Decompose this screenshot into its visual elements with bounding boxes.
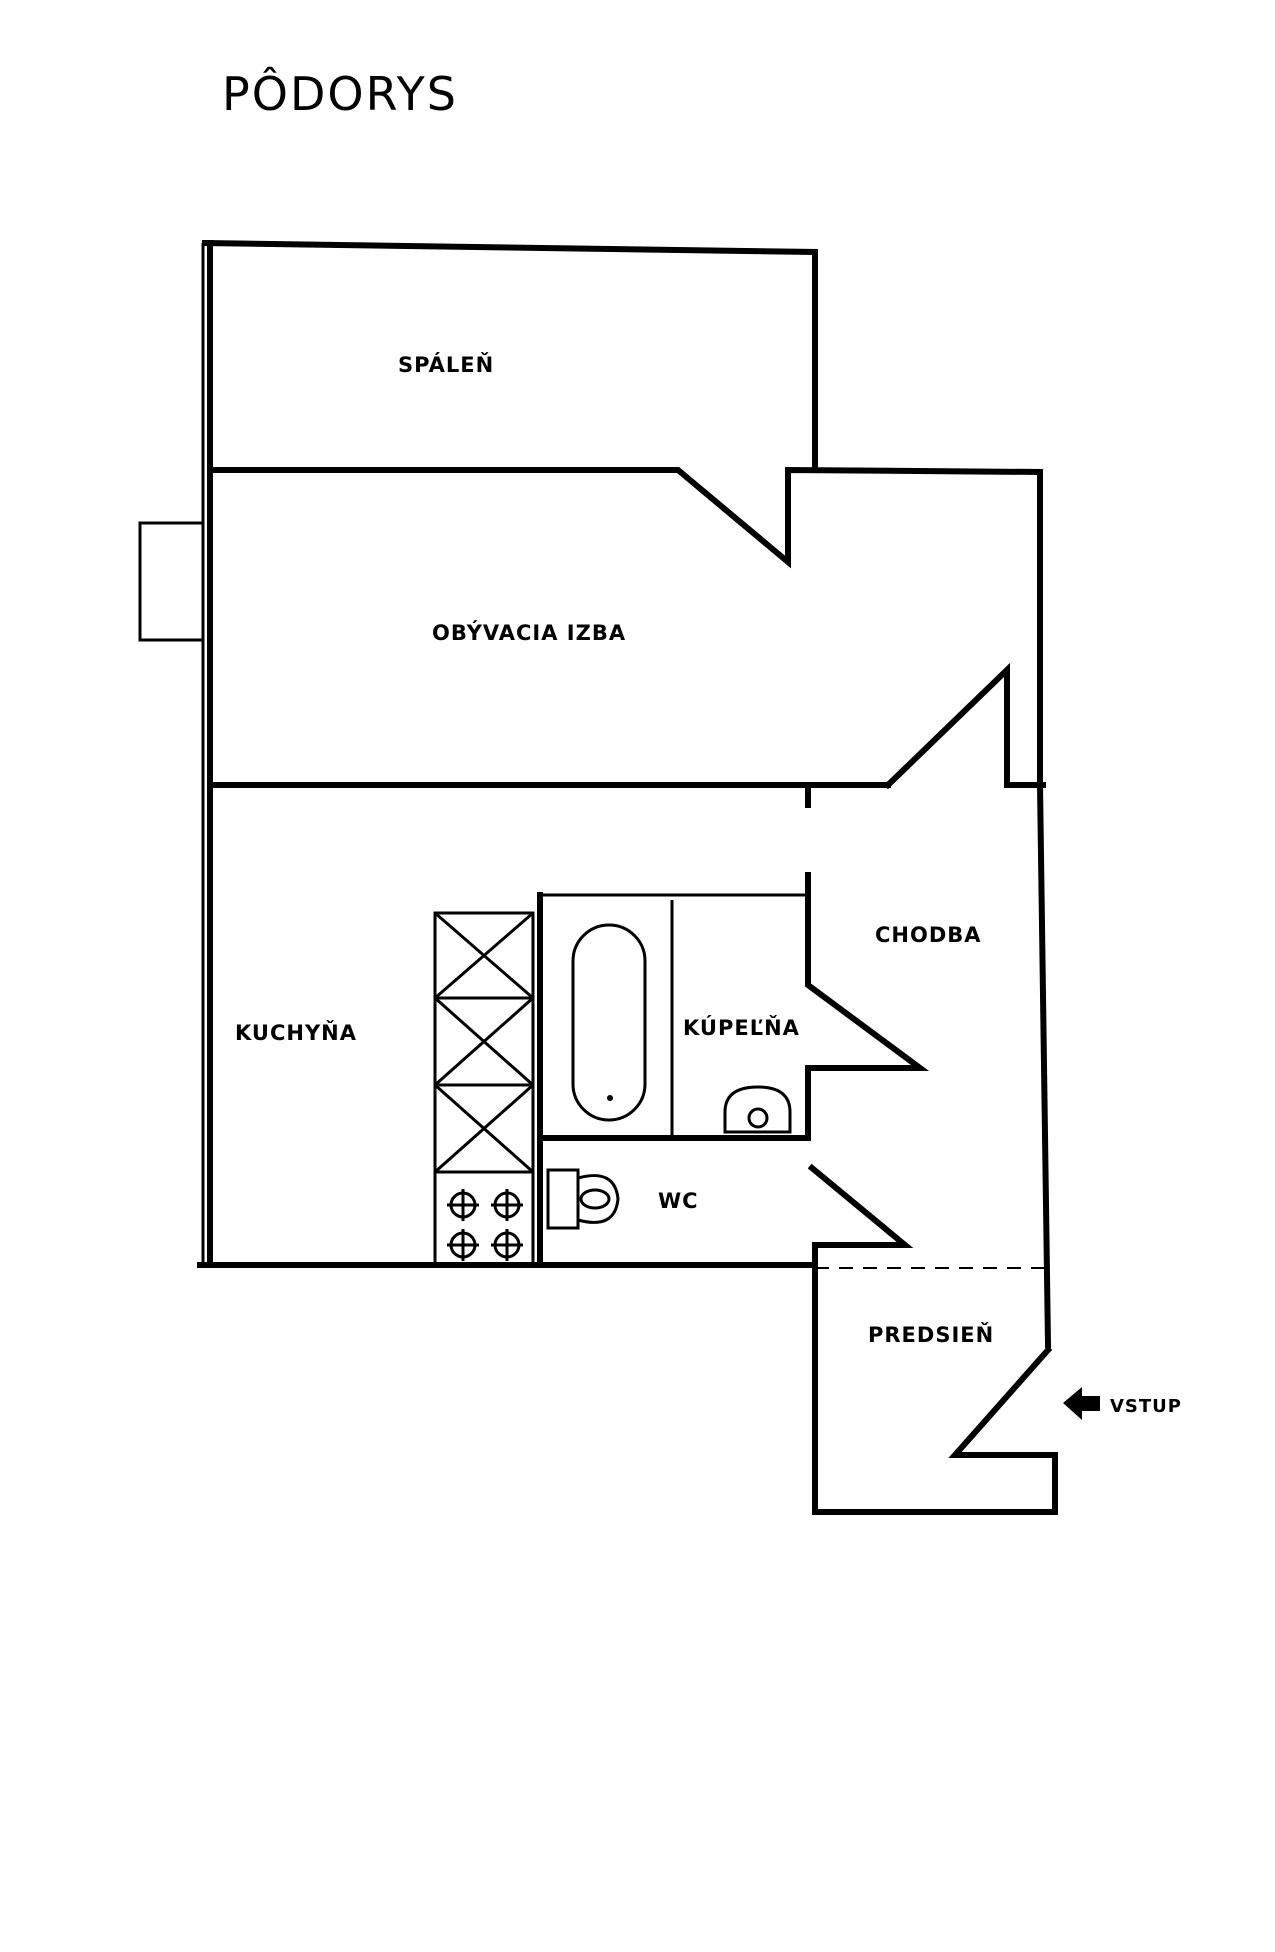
hallway-east-wall (1036, 781, 1052, 1349)
balcony (138, 521, 203, 642)
room-label-kitchen: KUCHYŇA (235, 1020, 357, 1045)
bedroom-living-wall (207, 466, 1044, 569)
burner-icon (447, 1189, 479, 1221)
walls (138, 239, 1058, 1515)
kitchen-counter (433, 911, 535, 1267)
bathtub-icon (571, 923, 647, 1122)
entrance-label: VSTUP (1110, 1396, 1182, 1417)
bedroom-top-wall (201, 239, 818, 473)
entrance-hall-wall (812, 1262, 1058, 1515)
burner-icon (491, 1229, 523, 1261)
burner-icon (491, 1189, 523, 1221)
stove-icon (447, 1189, 523, 1261)
room-label-entrance-hall: PREDSIEŇ (868, 1322, 994, 1347)
counter-outline (433, 911, 535, 1267)
burner-icon (447, 1229, 479, 1261)
arrow-left-icon (1063, 1387, 1100, 1420)
wc-door-wall (807, 1163, 914, 1268)
room-label-living-room: OBÝVACIA IZBA (432, 620, 626, 645)
plan-title: PÔDORYS (222, 66, 458, 121)
bath-door-wall (537, 872, 930, 1141)
cabinet-cross (434, 996, 534, 1087)
toilet-icon (546, 1168, 620, 1230)
living-east-door (883, 662, 1010, 790)
cabinet-cross (434, 1083, 534, 1174)
room-label-bedroom: SPÁLEŇ (398, 352, 494, 377)
room-label-bathroom: KÚPEĽŇA (683, 1015, 800, 1040)
room-label-hallway: CHODBA (875, 923, 982, 947)
room-label-wc: WC (658, 1189, 699, 1213)
cabinet-cross (434, 911, 534, 1000)
sink-icon (723, 1085, 792, 1134)
